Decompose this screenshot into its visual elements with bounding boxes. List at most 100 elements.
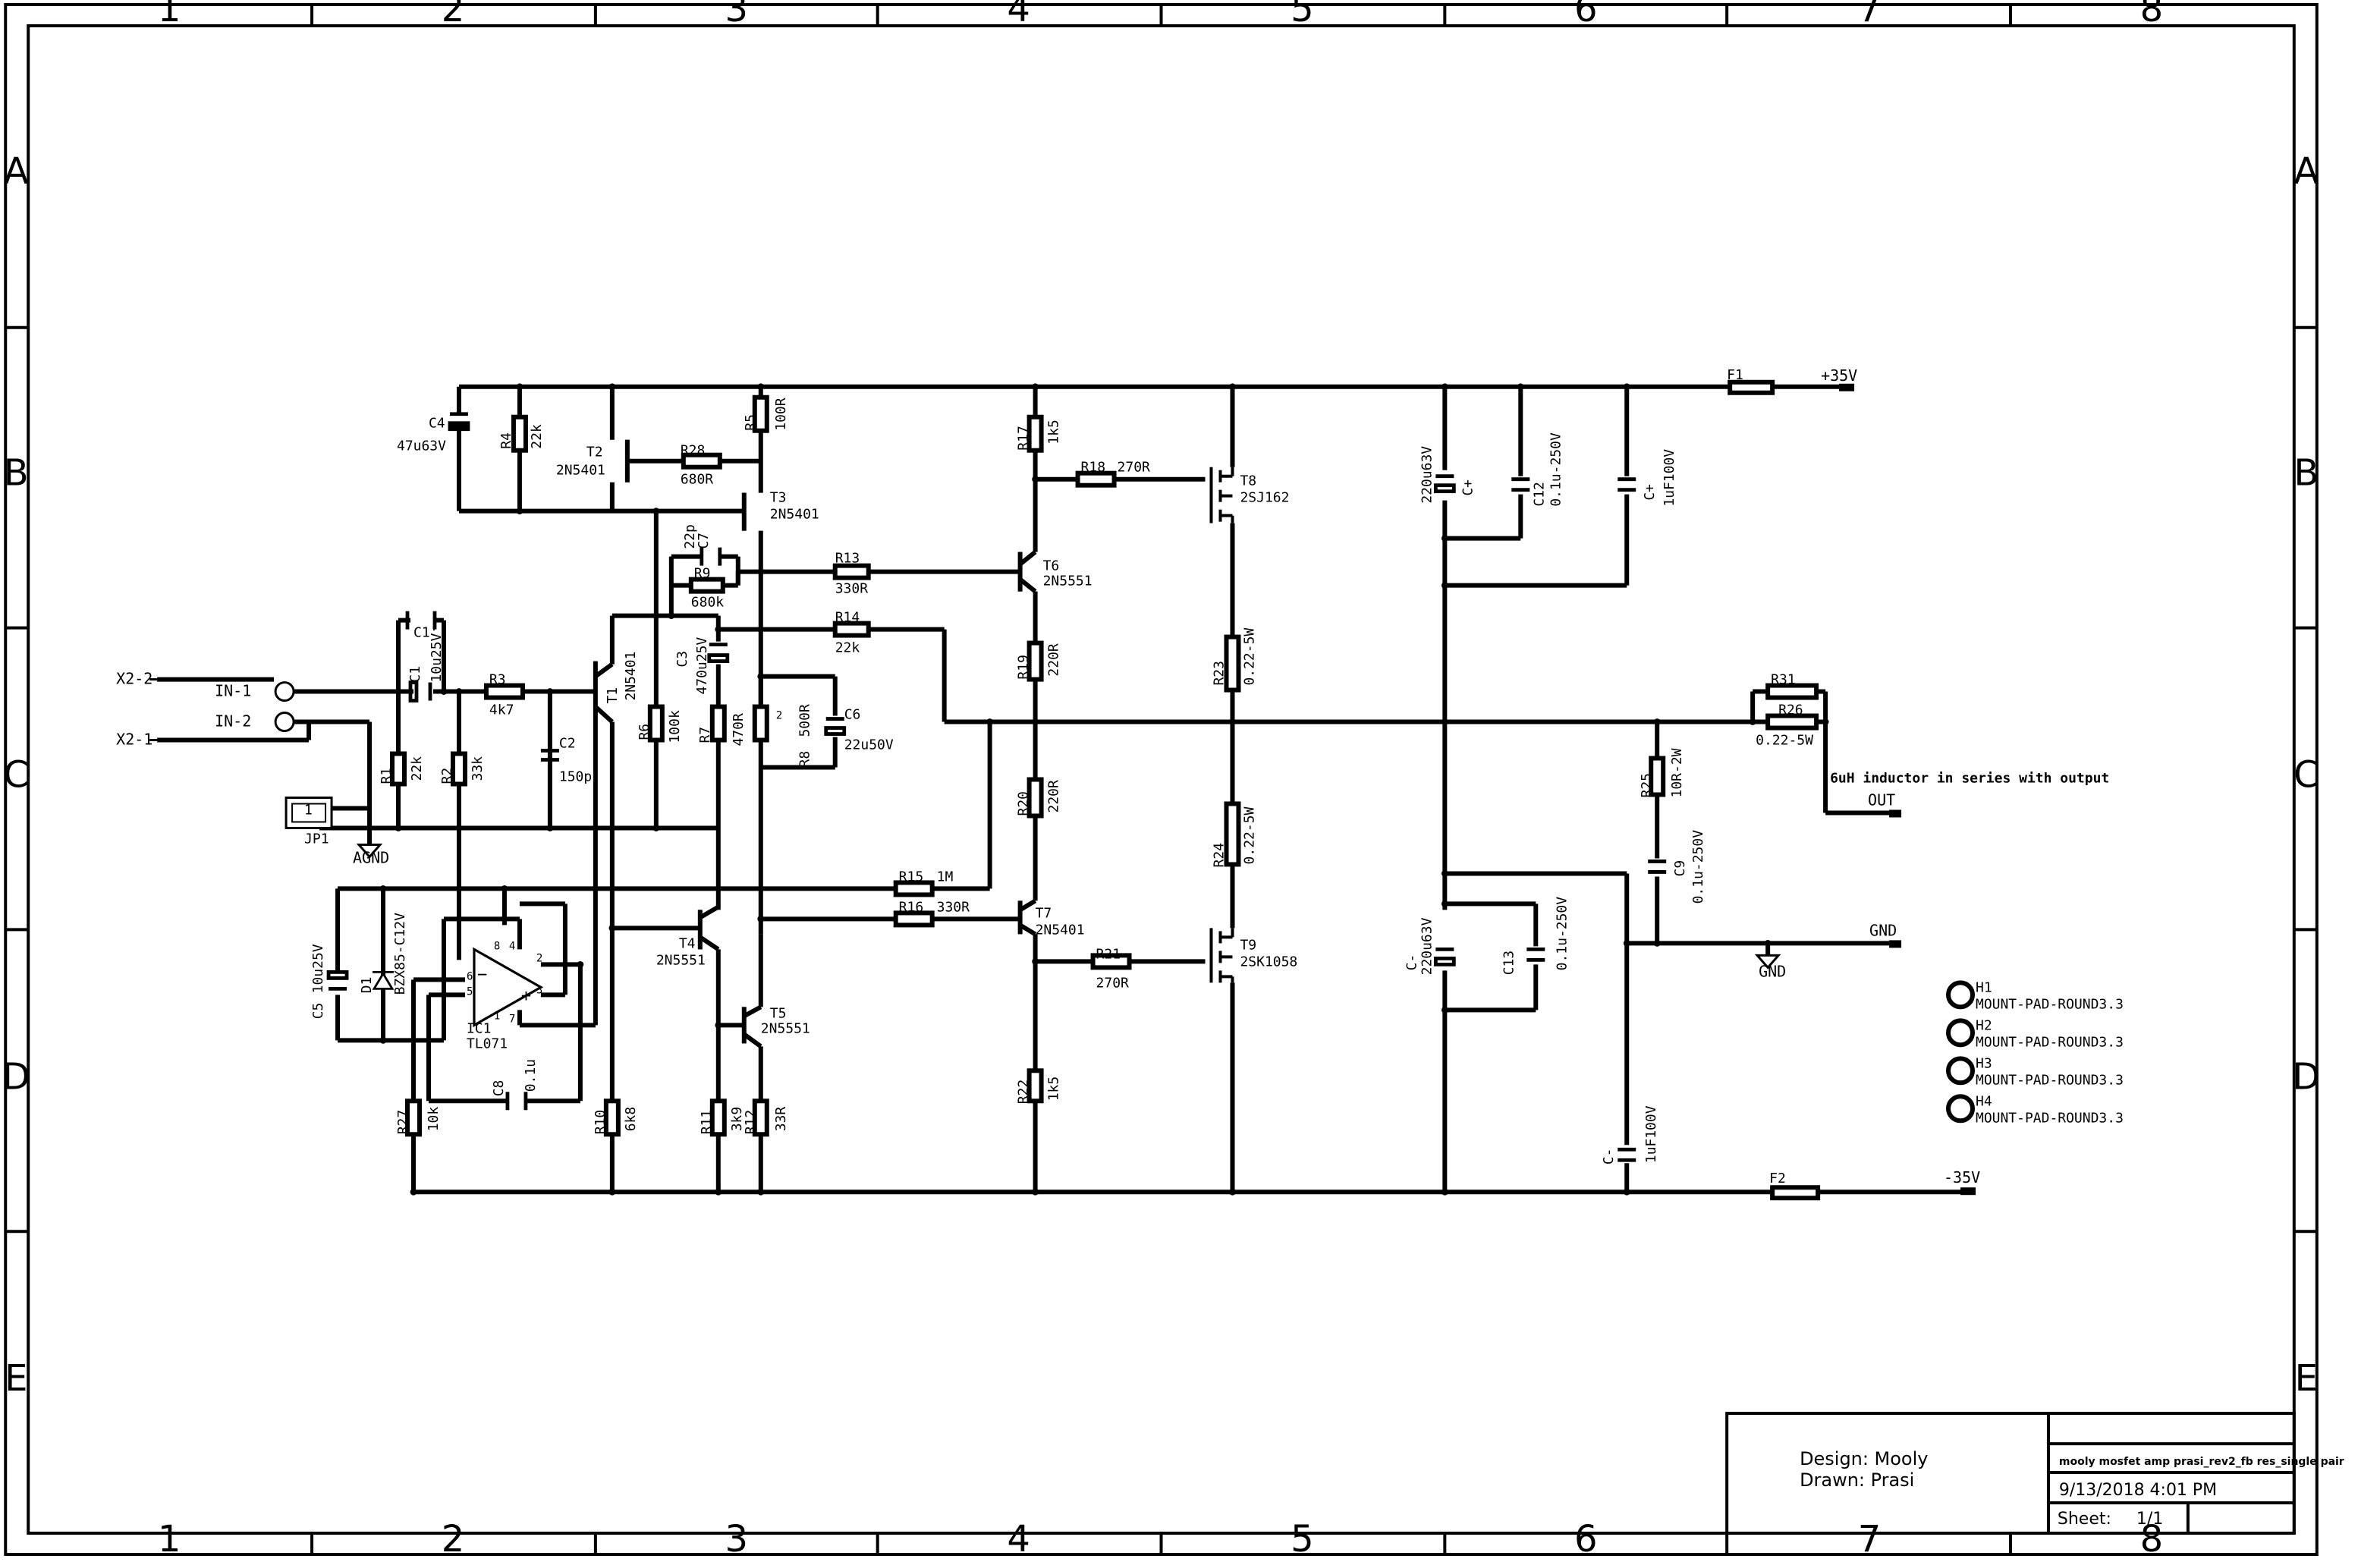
label-r4-ref: R4	[498, 432, 514, 449]
label-h4-ref: H4	[1976, 1093, 1992, 1109]
label-r4-val: 22k	[529, 424, 545, 449]
label-r12-val: 33R	[773, 1107, 789, 1132]
frame-row-c-right: C	[2294, 753, 2319, 796]
mount-pad-h3-icon	[1946, 1056, 1975, 1086]
frame-col-7: 7	[1858, 0, 1882, 30]
label-r25-ref: R25	[1639, 773, 1655, 797]
frame-col-4-bottom: 4	[1007, 1518, 1030, 1560]
label-r22-val: 1k5	[1046, 1076, 1062, 1101]
frame-row-e: E	[5, 1357, 27, 1400]
label-r11-val: 3k9	[729, 1107, 745, 1131]
label-d1-val: BZX85-C12V	[392, 913, 408, 995]
label-h4-val: MOUNT-PAD-ROUND3.3	[1976, 1110, 2124, 1126]
label-r19-ref: R19	[1016, 655, 1032, 679]
frame-col-6-bottom: 6	[1574, 1518, 1598, 1560]
label-r7-ref: R7	[697, 727, 713, 743]
label-c1-val: 10u25V	[429, 633, 445, 682]
label-t7-val: 2N5401	[1036, 922, 1085, 938]
label-h3-ref: H3	[1976, 1055, 1992, 1071]
label-c2-val: 150p	[559, 768, 592, 784]
label-c7-ref: C7	[696, 533, 712, 549]
label-c3-ref: C3	[674, 651, 690, 668]
capacitor-plates	[326, 412, 1667, 1162]
label-r16-ref: R16	[899, 899, 923, 915]
label-r2-ref: R2	[439, 768, 455, 784]
frame-row-d-right: D	[2292, 1055, 2320, 1098]
output-note: 6uH inductor in series with output	[1830, 770, 2109, 786]
resistor-r15	[893, 880, 935, 897]
label-t5-ref: T5	[770, 1005, 787, 1021]
label-cp1-val: 220u63V	[1419, 446, 1435, 504]
ic1-pin-1: 1	[494, 1010, 500, 1022]
resistor-r5	[752, 394, 769, 433]
resistor-r17	[1027, 414, 1044, 453]
net-in2: IN-2	[215, 712, 251, 731]
net-vneg: -35V	[1944, 1168, 1980, 1186]
label-r14-ref: R14	[835, 610, 860, 626]
net-x21: X2-1	[116, 731, 152, 749]
label-c12-ref: C12	[1531, 482, 1547, 506]
label-jp1-pin: 1	[304, 802, 313, 818]
label-r24-ref: R24	[1211, 843, 1227, 867]
label-ic1-ref: IC1	[467, 1020, 491, 1036]
label-h1-val: MOUNT-PAD-ROUND3.3	[1976, 996, 2124, 1012]
r8-wiper-pin: 2	[776, 710, 782, 722]
ic1-pin-7: 7	[509, 1013, 515, 1025]
resistor-r2	[450, 751, 467, 787]
label-t3-val: 2N5401	[770, 507, 819, 523]
resistor-r14	[832, 621, 871, 638]
label-r3-val: 4k7	[489, 702, 514, 718]
resistor-r21	[1090, 953, 1132, 970]
frame-col-1-bottom: 1	[158, 1518, 181, 1560]
frame-row-b-right: B	[2294, 452, 2319, 495]
label-c8-val: 0.1u	[523, 1059, 539, 1092]
terminal-pads	[1839, 383, 1976, 1196]
label-r15-ref: R15	[899, 869, 923, 885]
label-h2-ref: H2	[1976, 1017, 1992, 1033]
label-r13-ref: R13	[835, 551, 860, 567]
frame-col-1: 1	[158, 0, 181, 30]
label-t8-val: 2SJ162	[1240, 490, 1289, 506]
label-r28-ref: R28	[681, 443, 705, 459]
net-x22: X2-2	[116, 670, 152, 688]
label-c12-val: 0.1u-250V	[1548, 432, 1564, 507]
resistor-r20	[1027, 777, 1044, 819]
label-cn2-ref: C-	[1601, 1149, 1617, 1165]
zener-d1	[372, 970, 395, 990]
title-sheet-label: Sheet:	[2058, 1510, 2111, 1529]
frame-row-a: A	[4, 150, 29, 193]
frame-col-4: 4	[1007, 0, 1030, 30]
label-t1-val: 2N5401	[623, 652, 639, 701]
label-c9-ref: C9	[1672, 860, 1688, 877]
title-sheet-value: 1/1	[2136, 1510, 2163, 1529]
label-cp1-ref: C+	[1460, 479, 1476, 496]
title-block: Design: Mooly Drawn: Prasi mooly mosfet …	[1725, 1412, 2344, 1535]
net-gnd-symbol-label: GND	[1759, 962, 1786, 980]
resistor-r31	[1765, 683, 1819, 700]
label-r6-ref: R6	[637, 724, 652, 740]
label-t3-ref: T3	[770, 490, 787, 506]
wires	[157, 384, 1961, 1195]
frame-col-2: 2	[442, 0, 465, 30]
label-t8-ref: T8	[1240, 473, 1256, 489]
mount-pad-h2-icon	[1946, 1018, 1975, 1048]
label-r20-val: 220R	[1046, 780, 1062, 812]
resistor-r11	[709, 1098, 727, 1137]
net-out: OUT	[1868, 790, 1895, 809]
jack-in-1-icon	[274, 681, 295, 702]
label-ic1-val: TL071	[467, 1036, 508, 1051]
label-h3-val: MOUNT-PAD-ROUND3.3	[1976, 1072, 2124, 1088]
labels: +35V -35V OUT GND GND AGND IN-1 IN-2 X2-…	[116, 366, 2124, 1186]
resistor-r7	[709, 704, 727, 743]
label-c9-val: 0.1u-250V	[1690, 830, 1706, 904]
input-jacks	[149, 678, 295, 742]
gnd-icon	[1754, 954, 1781, 970]
label-r13-val: 330R	[835, 581, 868, 597]
mount-pad-h4-icon	[1946, 1094, 1975, 1124]
label-r11-ref: R11	[699, 1110, 715, 1134]
label-r12-ref: R12	[743, 1110, 759, 1134]
label-t9-val: 2SK1058	[1240, 954, 1297, 970]
resistor-r3	[483, 683, 525, 700]
label-c13-ref: C13	[1501, 951, 1517, 975]
